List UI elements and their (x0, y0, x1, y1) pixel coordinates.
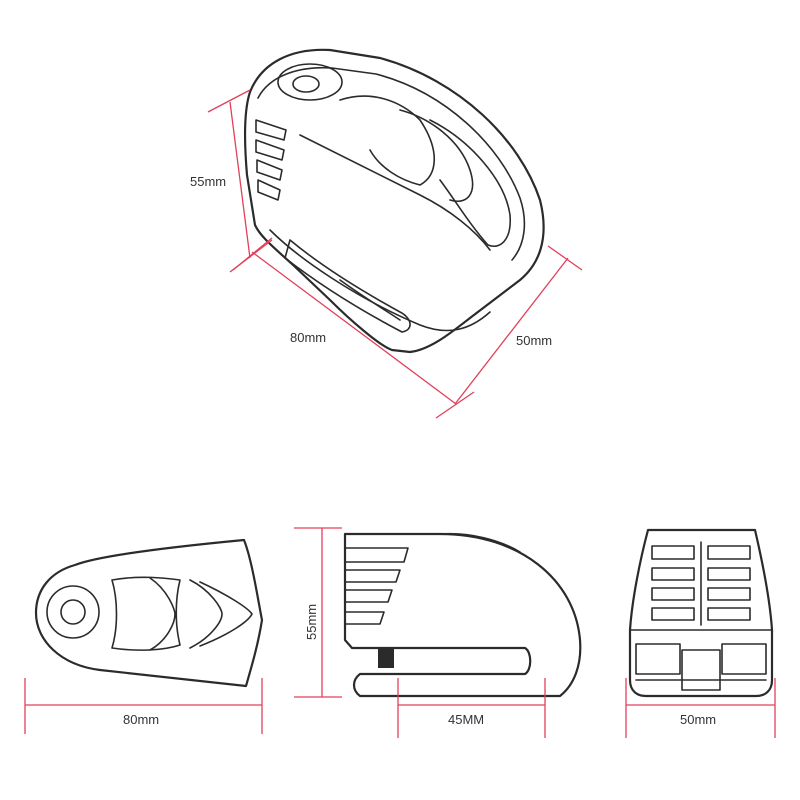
iso-keyhole-inner (292, 75, 320, 93)
top-shell-ridge-2 (149, 577, 176, 651)
front-vent-left-4 (651, 607, 695, 621)
iso-length-tick-left (232, 237, 273, 271)
iso-vent-4 (257, 179, 281, 201)
front-vent-right-3 (707, 587, 751, 601)
iso-height-tick-top (207, 89, 251, 113)
iso-keyhole-outer (277, 63, 343, 101)
top-shell-ridge-1 (111, 576, 181, 651)
side-slot-label: 45MM (448, 712, 484, 727)
front-vent-right-1 (707, 545, 751, 560)
front-pin-housing (681, 649, 721, 691)
iso-bottom-rim (269, 229, 491, 332)
side-vent-4 (344, 611, 385, 625)
side-view: 55mm 45MM (294, 527, 582, 738)
iso-top-face (257, 66, 526, 261)
top-view: 80mm (24, 538, 264, 734)
iso-lock-body (243, 48, 545, 354)
front-vent-right-4 (707, 607, 751, 621)
side-vent-3 (344, 589, 393, 603)
front-vent-left-1 (651, 545, 695, 560)
iso-disc-slot-inner (339, 279, 401, 321)
front-slot-right (721, 643, 767, 675)
side-locking-pin (378, 648, 394, 668)
iso-vent-2 (255, 139, 285, 161)
iso-disc-slot (284, 239, 411, 333)
front-vent-right-2 (707, 567, 751, 581)
front-lock-body (628, 528, 774, 698)
side-lock-body (343, 532, 582, 698)
iso-shell-ridge-2 (399, 109, 474, 202)
iso-vent-1 (255, 119, 287, 141)
top-shell-tip (199, 581, 253, 647)
iso-width-dim-line (454, 257, 569, 405)
iso-width-label: 50mm (516, 333, 552, 348)
side-vent-2 (344, 569, 401, 583)
front-slot-left (635, 643, 681, 675)
top-keyhole-outer (46, 585, 100, 639)
iso-length-dim-line (251, 251, 457, 405)
front-width-label: 50mm (680, 712, 716, 727)
iso-length-tick-right (435, 391, 475, 419)
front-view: 50mm (625, 528, 776, 738)
iso-shell-curve (299, 134, 491, 251)
top-keyhole-inner (60, 599, 86, 625)
iso-length-label: 80mm (290, 330, 326, 345)
iso-width-tick-top (547, 245, 583, 271)
top-shell-ridge-3 (189, 579, 223, 649)
side-height-label: 55mm (304, 604, 319, 640)
isometric-view: 55mm 80mm 50mm (190, 48, 583, 419)
iso-shell-ridge-1 (339, 95, 436, 186)
top-lock-body (34, 538, 264, 688)
side-vent-1 (344, 547, 409, 563)
side-top-bump (439, 532, 521, 553)
front-vent-left-2 (651, 567, 695, 581)
iso-shell-ridge-3 (429, 119, 511, 247)
front-vent-left-3 (651, 587, 695, 601)
iso-height-dim-line (229, 101, 251, 259)
iso-vent-3 (256, 159, 283, 181)
iso-height-label: 55mm (190, 174, 226, 189)
top-length-label: 80mm (123, 712, 159, 727)
